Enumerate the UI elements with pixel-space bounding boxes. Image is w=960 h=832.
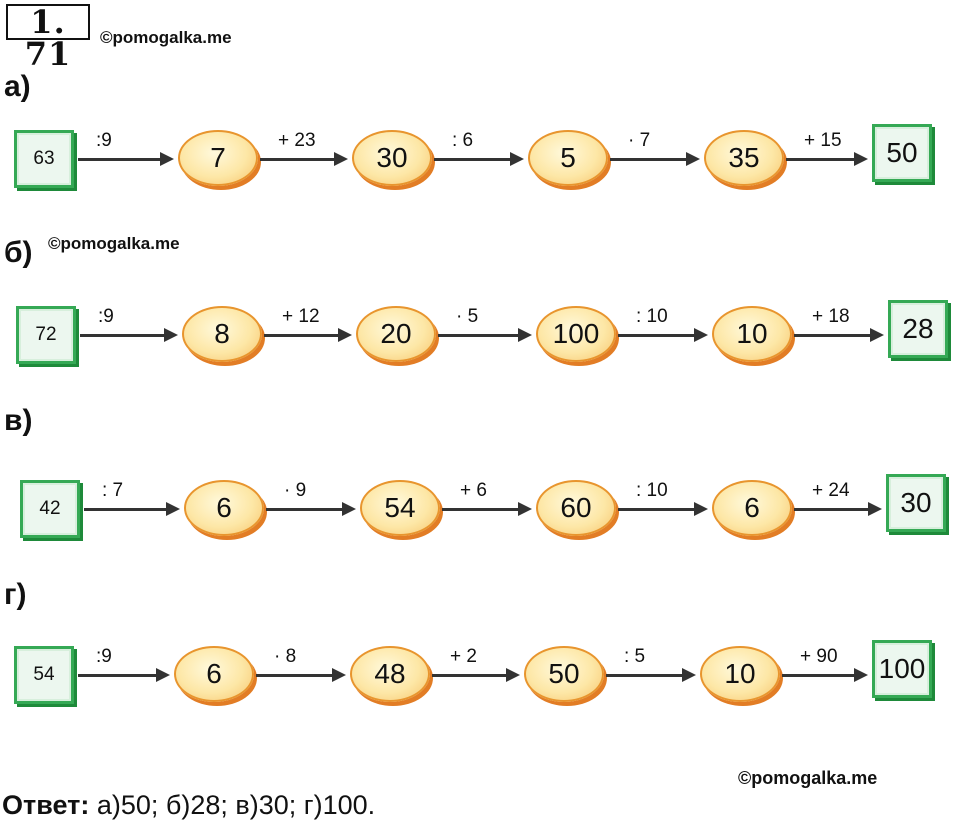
result-circle: 10 <box>700 646 780 702</box>
end-number-box: 100 <box>872 640 932 698</box>
result-circle: 48 <box>350 646 430 702</box>
end-number-box: 50 <box>872 124 932 182</box>
result-circle: 10 <box>712 306 792 362</box>
operation-label: + 23 <box>278 130 316 151</box>
watermark: ©pomogalka.me <box>100 28 232 47</box>
arrow <box>618 328 708 342</box>
operation-label: + 90 <box>800 646 838 667</box>
operation-label: : 7 <box>102 480 124 501</box>
arrow <box>434 152 524 166</box>
result-circle: 6 <box>184 480 264 536</box>
operation-label: · 5 <box>456 306 479 327</box>
operation-label: + 15 <box>804 130 842 151</box>
answer-label: Ответ: <box>2 790 90 820</box>
row-label-b: б) <box>4 236 33 269</box>
result-circle: 6 <box>712 480 792 536</box>
operation-label: + 6 <box>460 480 487 501</box>
end-number-box: 28 <box>888 300 948 358</box>
arrow <box>606 668 696 682</box>
arrow <box>84 502 180 516</box>
arrow <box>782 668 868 682</box>
operation-label: : 10 <box>636 480 668 501</box>
arrow <box>610 152 700 166</box>
number-chain: 72 8 20 100 10 28 :9 + 12 · 5 : 10 + 18 <box>0 296 960 376</box>
result-circle: 6 <box>174 646 254 702</box>
start-number-box: 63 <box>14 130 74 188</box>
result-circle: 50 <box>524 646 604 702</box>
arrow <box>786 152 868 166</box>
start-number-box: 54 <box>14 646 74 704</box>
result-circle: 60 <box>536 480 616 536</box>
number-chain: 54 6 48 50 10 100 :9 · 8 + 2 : 5 + 90 <box>0 636 960 716</box>
start-number-box: 42 <box>20 480 80 538</box>
operation-label: + 12 <box>282 306 320 327</box>
arrow <box>442 502 532 516</box>
operation-label: : 10 <box>636 306 668 327</box>
end-number-box: 30 <box>886 474 946 532</box>
arrow <box>260 152 348 166</box>
arrow <box>794 502 882 516</box>
number-chain: 42 6 54 60 6 30 : 7 · 9 + 6 : 10 + 24 <box>0 470 960 550</box>
arrow <box>256 668 346 682</box>
operation-label: :9 <box>98 306 114 327</box>
result-circle: 5 <box>528 130 608 186</box>
arrow <box>266 502 356 516</box>
arrow <box>432 668 520 682</box>
operation-label: + 2 <box>450 646 477 667</box>
result-circle: 35 <box>704 130 784 186</box>
operation-label: · 7 <box>628 130 651 151</box>
arrow <box>78 152 174 166</box>
arrow <box>438 328 532 342</box>
result-circle: 100 <box>536 306 616 362</box>
result-circle: 54 <box>360 480 440 536</box>
operation-label: : 5 <box>624 646 646 667</box>
answer-text: а)50; б)28; в)30; г)100. <box>96 790 376 820</box>
arrow <box>794 328 884 342</box>
row-label-a: а) <box>4 70 31 103</box>
watermark: ©pomogalka.me <box>738 768 878 788</box>
result-circle: 20 <box>356 306 436 362</box>
task-number: 1. 71 <box>6 4 90 70</box>
operation-label: · 9 <box>284 480 307 501</box>
row-label-v: в) <box>4 404 33 437</box>
number-chain: 63 7 30 5 35 50 :9 + 23 : 6 · 7 + 15 <box>0 120 960 200</box>
arrow <box>78 668 170 682</box>
row-label-g: г) <box>4 578 27 611</box>
start-number-box: 72 <box>16 306 76 364</box>
result-circle: 8 <box>182 306 262 362</box>
result-circle: 30 <box>352 130 432 186</box>
watermark: ©pomogalka.me <box>48 234 180 253</box>
operation-label: : 6 <box>452 130 474 151</box>
operation-label: + 24 <box>812 480 850 501</box>
operation-label: · 8 <box>274 646 297 667</box>
result-circle: 7 <box>178 130 258 186</box>
arrow <box>264 328 352 342</box>
operation-label: :9 <box>96 130 112 151</box>
operation-label: :9 <box>96 646 112 667</box>
operation-label: + 18 <box>812 306 850 327</box>
answer-line: Ответ: а)50; б)28; в)30; г)100. <box>2 790 375 821</box>
arrow <box>618 502 708 516</box>
arrow <box>80 328 178 342</box>
